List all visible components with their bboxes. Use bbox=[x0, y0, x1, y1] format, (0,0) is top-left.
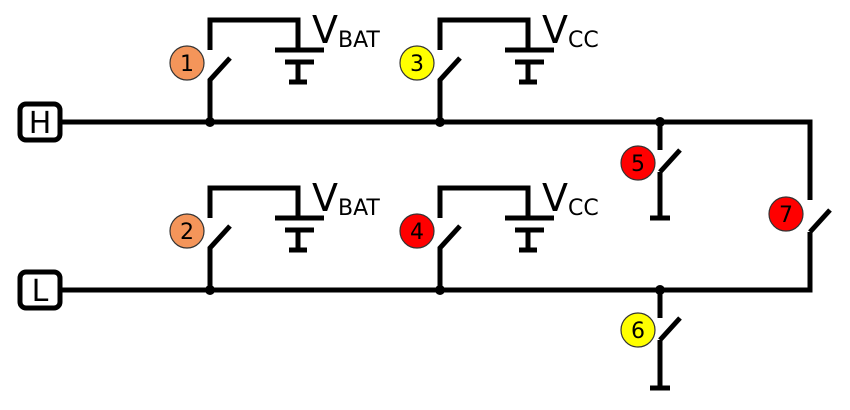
battery-icon bbox=[505, 215, 554, 253]
switch-3-wire bbox=[437, 56, 462, 122]
badge-number: 6 bbox=[631, 319, 645, 344]
branch-switch-3-vcc: VCC bbox=[435, 8, 599, 127]
badge-number: 1 bbox=[180, 52, 194, 77]
switch-badge-7: 7 bbox=[768, 196, 804, 232]
switch-5-wire bbox=[657, 122, 682, 218]
badge-number: 3 bbox=[410, 52, 424, 77]
switch-6-wire bbox=[657, 290, 682, 388]
battery-icon bbox=[505, 47, 554, 85]
vbat-label: VBAT bbox=[312, 176, 380, 221]
branch-switch-4-vcc: VCC bbox=[435, 176, 599, 295]
switch-badge-5: 5 bbox=[620, 145, 656, 181]
badge-number: 4 bbox=[410, 220, 424, 245]
switch-badges: 1 2 3 4 5 6 7 bbox=[169, 45, 804, 348]
switch-badge-1: 1 bbox=[169, 45, 205, 81]
switch-badge-6: 6 bbox=[620, 312, 656, 348]
branch-switch-7-bridge bbox=[808, 208, 832, 234]
badge-circle bbox=[169, 45, 205, 81]
junction-dot bbox=[435, 285, 445, 295]
junction-dot bbox=[655, 285, 665, 295]
branch-switch-2-vbat: VBAT bbox=[205, 176, 380, 295]
vbat-label: VBAT bbox=[312, 8, 380, 53]
terminal-l-label: L bbox=[32, 274, 49, 309]
vcc-label: VCC bbox=[542, 8, 599, 53]
bus-wires bbox=[60, 119, 813, 293]
badge-number: 5 bbox=[631, 152, 645, 177]
badge-number: 7 bbox=[779, 203, 793, 228]
vcc-label: VCC bbox=[542, 176, 599, 221]
switch-badge-2: 2 bbox=[169, 213, 205, 249]
switch-4-wire bbox=[437, 224, 462, 290]
branch-switch-1-vbat: VBAT bbox=[205, 8, 380, 127]
badge-number: 2 bbox=[180, 220, 194, 245]
junction-dot bbox=[205, 117, 215, 127]
battery-icon bbox=[275, 47, 324, 85]
badge-circle bbox=[620, 145, 656, 181]
junction-dot bbox=[205, 285, 215, 295]
terminal-h-label: H bbox=[29, 106, 52, 141]
switch-2-wire bbox=[207, 224, 232, 290]
badge-circle bbox=[399, 213, 435, 249]
switch-badge-4: 4 bbox=[399, 213, 435, 249]
switch-1-wire bbox=[207, 56, 232, 122]
switch-badge-3: 3 bbox=[399, 45, 435, 81]
branch-switch-6-ground bbox=[650, 285, 682, 391]
terminal-l: L bbox=[17, 269, 63, 311]
terminal-h: H bbox=[17, 101, 63, 143]
h-bus-wire bbox=[60, 119, 813, 200]
badge-circle bbox=[169, 213, 205, 249]
badge-circle bbox=[399, 45, 435, 81]
junction-dot bbox=[655, 117, 665, 127]
badge-circle bbox=[768, 196, 804, 232]
switch-7-wire bbox=[808, 208, 832, 234]
junction-dot bbox=[435, 117, 445, 127]
badge-circle bbox=[620, 312, 656, 348]
battery-icon bbox=[275, 215, 324, 253]
l-bus-wire bbox=[60, 232, 813, 293]
branch-switch-5-ground bbox=[650, 117, 682, 221]
